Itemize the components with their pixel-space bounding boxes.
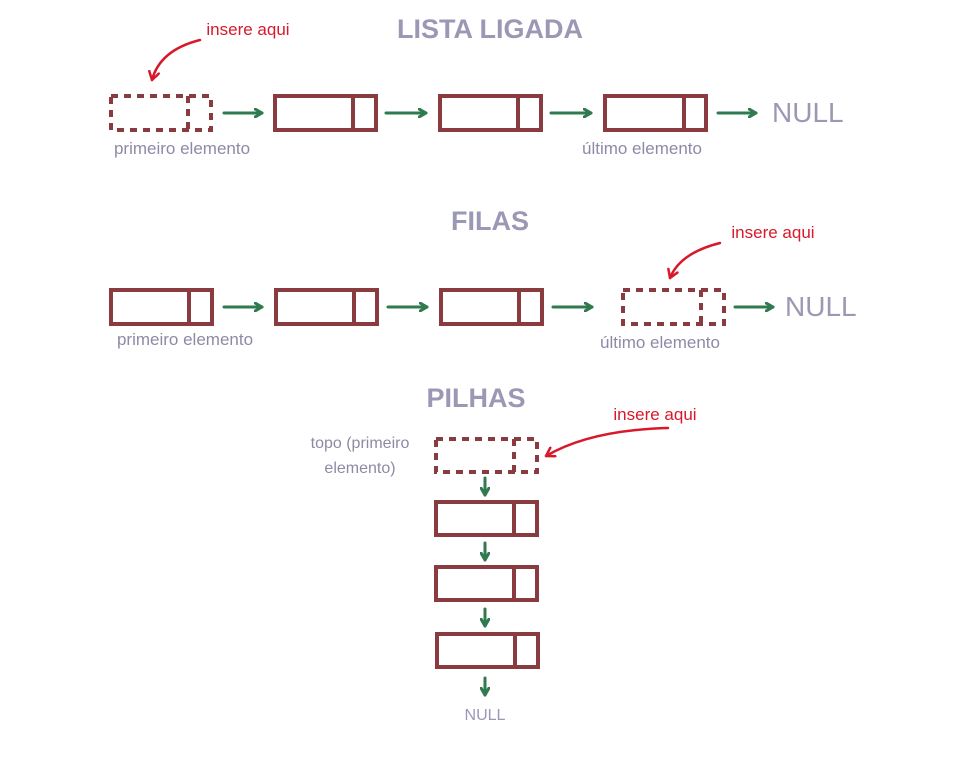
stack-node	[434, 565, 539, 602]
stack-title: PILHAS	[426, 383, 525, 413]
linked-list-insert-label: insere aqui	[206, 20, 289, 39]
linked-list-section: LISTA LIGADA insere aqui NULL primeiro e…	[109, 14, 844, 158]
queue-section: FILAS insere aqui NULL primeiro elemento…	[109, 206, 857, 352]
queue-insert-label: insere aqui	[731, 223, 814, 242]
queue-new-node	[621, 288, 726, 326]
queue-last-label: último elemento	[600, 333, 720, 352]
stack-section: PILHAS insere aqui topo (primeiro elemen…	[311, 383, 697, 724]
curved-arrow-icon	[670, 241, 722, 280]
linked-list-new-node	[109, 94, 213, 132]
linked-list-node	[273, 94, 378, 132]
curved-arrow-icon	[544, 426, 670, 456]
linked-list-null: NULL	[772, 97, 844, 128]
stack-top-label-line2: elemento)	[324, 460, 395, 477]
queue-title: FILAS	[451, 206, 529, 236]
stack-top-label-line1: topo (primeiro	[311, 435, 410, 452]
queue-node	[274, 288, 379, 326]
stack-new-node	[434, 437, 539, 474]
curved-arrow-icon	[152, 38, 202, 82]
stack-insert-label: insere aqui	[613, 405, 696, 424]
stack-node	[435, 632, 540, 669]
linked-list-node	[438, 94, 543, 132]
queue-null: NULL	[785, 291, 857, 322]
linked-list-last-label: último elemento	[582, 139, 702, 158]
queue-node	[109, 288, 214, 326]
linked-list-first-label: primeiro elemento	[114, 139, 250, 158]
stack-null: NULL	[465, 707, 506, 724]
linked-list-node	[603, 94, 708, 132]
queue-first-label: primeiro elemento	[117, 330, 253, 349]
queue-node	[439, 288, 544, 326]
stack-node	[434, 500, 539, 537]
linked-list-title: LISTA LIGADA	[397, 14, 583, 44]
